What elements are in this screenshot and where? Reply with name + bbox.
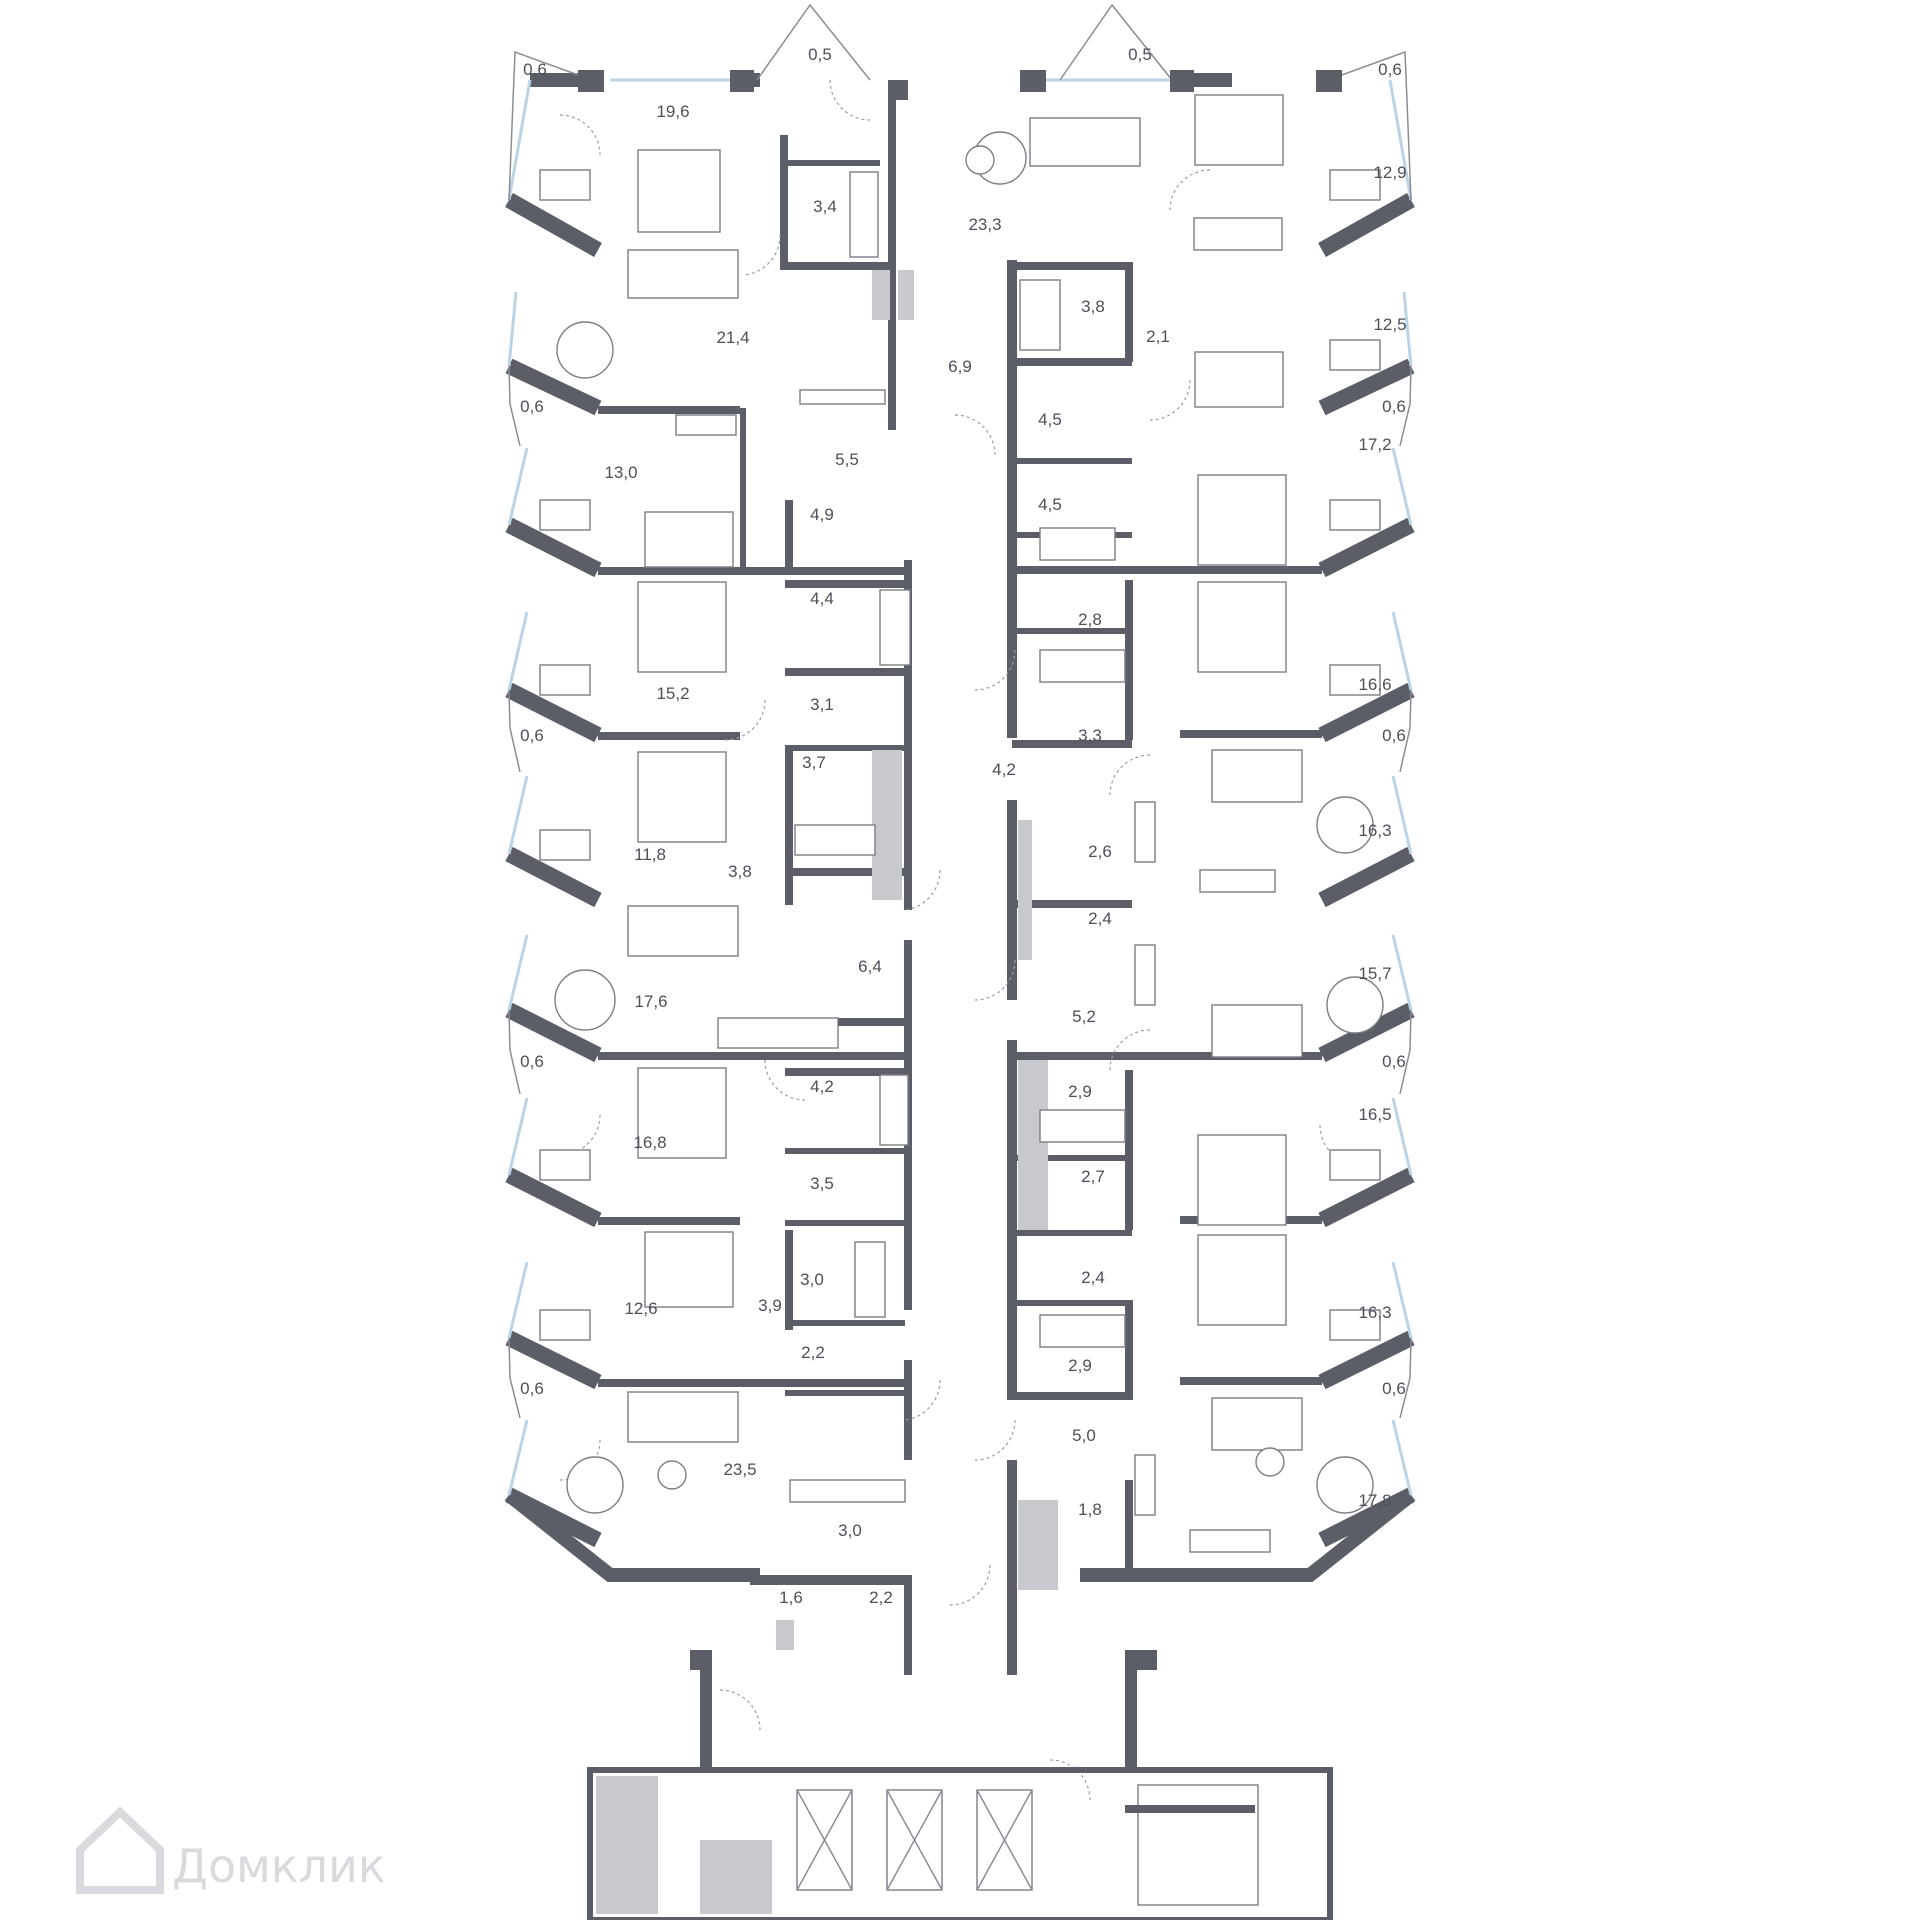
- room-area-label: 11,8: [634, 845, 666, 864]
- room-area-label: 16,8: [633, 1133, 666, 1152]
- room-area-label: 5,5: [835, 450, 859, 469]
- room-area-label: 0,6: [520, 1052, 544, 1071]
- room-area-label: 0,6: [1382, 1052, 1406, 1071]
- room-area-label: 5,0: [1072, 1426, 1096, 1445]
- room-area-label: 16,5: [1358, 1105, 1391, 1124]
- shafts: [776, 270, 1058, 1650]
- room-area-label: 0,6: [523, 60, 547, 79]
- room-labels: 0,6 0,5 0,5 0,6 19,6 3,4 23,3 12,9 3,8 2,1 12,5 21,…: [520, 45, 1406, 1607]
- room-area-label: 4,5: [1038, 410, 1062, 429]
- room-area-label: 3,1: [810, 695, 834, 714]
- room-area-label: 2,9: [1068, 1356, 1092, 1375]
- room-area-label: 3,7: [802, 753, 826, 772]
- room-area-label: 1,6: [779, 1588, 803, 1607]
- room-area-label: 6,9: [948, 357, 972, 376]
- room-area-label: 17,8: [1358, 1491, 1391, 1510]
- room-area-label: 2,2: [801, 1343, 825, 1362]
- room-area-label: 4,2: [992, 760, 1016, 779]
- room-area-label: 2,1: [1146, 327, 1170, 346]
- room-area-label: 1,8: [1078, 1500, 1102, 1519]
- room-area-label: 12,9: [1373, 163, 1406, 182]
- room-area-label: 4,4: [810, 589, 834, 608]
- room-area-label: 3,5: [810, 1174, 834, 1193]
- room-area-label: 0,6: [1378, 60, 1402, 79]
- room-area-label: 4,5: [1038, 495, 1062, 514]
- room-area-label: 3,9: [758, 1296, 782, 1315]
- room-area-label: 3,3: [1078, 726, 1102, 745]
- house-icon: [76, 1806, 164, 1894]
- room-area-label: 3,8: [1081, 297, 1105, 316]
- room-area-label: 3,0: [800, 1270, 824, 1289]
- room-area-label: 23,3: [968, 215, 1001, 234]
- room-area-label: 19,6: [656, 102, 689, 121]
- room-area-label: 0,6: [520, 1379, 544, 1398]
- room-area-label: 2,4: [1088, 909, 1112, 928]
- room-area-label: 17,6: [634, 992, 667, 1011]
- room-area-label: 4,2: [810, 1077, 834, 1096]
- room-area-label: 0,6: [1382, 397, 1406, 416]
- brand-watermark: Домклик: [76, 1806, 386, 1894]
- room-area-label: 0,6: [1382, 726, 1406, 745]
- room-area-label: 0,6: [520, 397, 544, 416]
- room-area-label: 12,6: [624, 1299, 657, 1318]
- room-area-label: 2,7: [1081, 1167, 1105, 1186]
- room-area-label: 0,6: [1382, 1379, 1406, 1398]
- room-area-label: 3,0: [838, 1521, 862, 1540]
- room-area-label: 2,4: [1081, 1268, 1105, 1287]
- room-area-label: 3,4: [813, 197, 837, 216]
- room-area-label: 23,5: [723, 1460, 756, 1479]
- room-area-label: 16,3: [1358, 821, 1391, 840]
- room-area-label: 0,6: [520, 726, 544, 745]
- room-area-label: 17,2: [1358, 435, 1391, 454]
- room-area-label: 6,4: [858, 957, 882, 976]
- room-area-label: 2,8: [1078, 610, 1102, 629]
- room-area-label: 4,9: [810, 505, 834, 524]
- room-area-label: 16,3: [1358, 1303, 1391, 1322]
- room-area-label: 0,5: [1128, 45, 1152, 64]
- brand-name: Домклик: [172, 1839, 386, 1893]
- room-area-label: 2,9: [1068, 1082, 1092, 1101]
- room-area-label: 21,4: [716, 328, 749, 347]
- room-area-label: 5,2: [1072, 1007, 1096, 1026]
- room-area-label: 2,6: [1088, 842, 1112, 861]
- exterior-walls: [504, 3, 1416, 1582]
- room-area-label: 3,8: [728, 862, 752, 881]
- furniture: [539, 94, 1384, 1920]
- room-area-label: 2,2: [869, 1588, 893, 1607]
- door-swings: [559, 79, 1361, 1801]
- room-area-label: 12,5: [1373, 315, 1406, 334]
- room-area-label: 13,0: [604, 463, 637, 482]
- room-area-label: 15,7: [1358, 964, 1391, 983]
- room-area-label: 0,5: [808, 45, 832, 64]
- room-area-label: 15,2: [656, 684, 689, 703]
- room-area-label: 16,6: [1358, 675, 1391, 694]
